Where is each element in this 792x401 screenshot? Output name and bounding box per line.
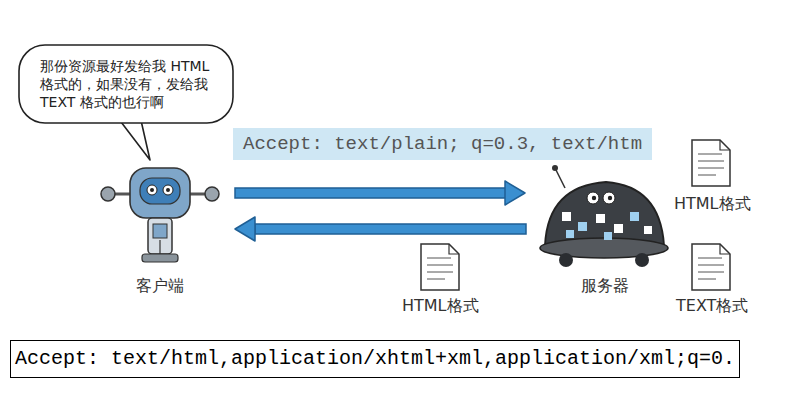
node-text: Accept: text/plain; q=0.3, text/htm [243, 131, 642, 157]
data-arrow [235, 181, 525, 205]
format-label: TEXT格式 [676, 296, 748, 316]
header-band: Accept: text/plain; q=0.3, text/htm [233, 128, 652, 160]
node-text: Accept: text/html,application/xhtml+xml,… [15, 346, 735, 372]
code-box: Accept: text/html,application/xhtml+xml,… [10, 340, 740, 378]
document-icon [692, 244, 730, 290]
arrow-head [505, 181, 525, 205]
server-robot [540, 165, 668, 267]
speech-bubble: 那份资源最好发给我 HTML 格式的，如果没有，发给我 TEXT 格式的也行啊 [18, 44, 234, 124]
arrow-shaft [235, 188, 506, 198]
arrow-shaft [255, 224, 526, 234]
node-text: 那份资源最好发给我 HTML 格式的，如果没有，发给我 TEXT 格式的也行啊 [40, 57, 212, 111]
arrow-head [235, 217, 255, 241]
node-text: 服务器 [535, 276, 675, 296]
data-arrow [235, 217, 526, 241]
document-icon [421, 244, 459, 290]
server-figure: 服务器 [535, 160, 675, 300]
client-figure: 客户端 [95, 160, 225, 300]
client-robot [101, 168, 219, 262]
document-icon [692, 140, 730, 186]
bubble-shape [19, 45, 233, 123]
format-label: HTML格式 [402, 296, 479, 316]
format-label: HTML格式 [674, 194, 751, 214]
node-text: 客户端 [95, 276, 225, 296]
